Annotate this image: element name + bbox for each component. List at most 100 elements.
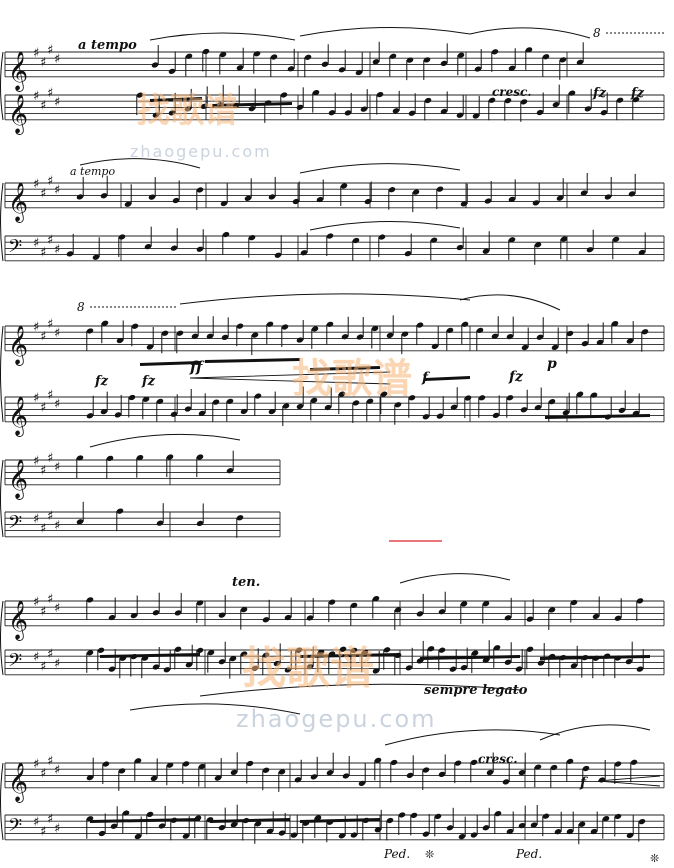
dynamic-fz-3: fz [94, 374, 109, 389]
staff-s4-treble: 𝄞♯♯♯♯ [4, 754, 665, 803]
notehead [584, 106, 592, 112]
notehead [254, 393, 262, 399]
notehead [450, 404, 458, 410]
notehead [372, 596, 380, 602]
notehead [526, 616, 534, 622]
key-signature-sharp: ♯ [33, 89, 39, 104]
notehead [618, 407, 626, 413]
notehead [116, 508, 124, 514]
notehead [174, 646, 182, 652]
notehead [244, 195, 252, 201]
beam [425, 376, 470, 381]
notehead [360, 106, 368, 112]
notehead [438, 609, 446, 615]
notehead [86, 597, 94, 603]
notehead [406, 772, 414, 778]
notehead [423, 57, 431, 63]
key-signature-sharp: ♯ [47, 451, 53, 466]
notehead [76, 455, 84, 461]
notehead [306, 615, 314, 621]
notehead [358, 780, 366, 786]
notehead [240, 408, 248, 415]
notehead [506, 395, 514, 401]
notehead [341, 334, 349, 340]
notehead [492, 412, 500, 418]
notehead [422, 414, 430, 420]
notehead [534, 242, 542, 248]
notehead [638, 818, 646, 825]
key-signature-sharp: ♯ [33, 595, 39, 610]
key-signature-sharp: ♯ [40, 55, 46, 70]
notehead [278, 769, 286, 775]
notehead [296, 337, 304, 343]
notehead [350, 832, 358, 838]
notehead [551, 344, 559, 351]
notehead [273, 660, 281, 667]
notehead [394, 607, 402, 613]
key-signature-sharp: ♯ [33, 757, 39, 772]
notehead [449, 666, 457, 672]
notehead [502, 779, 510, 785]
notehead [110, 823, 118, 829]
notehead [410, 812, 418, 819]
notehead [352, 400, 360, 406]
notehead [182, 833, 190, 839]
slur [199, 683, 521, 697]
pedal-mark-2: Ped. [515, 847, 542, 861]
notehead [416, 322, 424, 328]
notehead [66, 251, 74, 257]
notehead [218, 659, 226, 665]
staff-s4-bass: 𝄢♯♯♯♯ [4, 812, 665, 841]
notehead [536, 109, 544, 116]
notehead [338, 391, 346, 397]
notehead [296, 403, 304, 410]
notehead [98, 830, 106, 837]
notehead [350, 602, 358, 608]
system-brace [0, 182, 4, 262]
key-signature-sharp: ♯ [40, 766, 46, 781]
notehead [163, 667, 171, 673]
notehead [166, 762, 174, 768]
watermark-brand-3: 找歌谱 [242, 643, 374, 694]
notehead [578, 821, 586, 827]
notehead [596, 339, 604, 345]
treble-clef: 𝄞 [8, 762, 28, 803]
notehead [328, 110, 336, 116]
notehead [128, 394, 136, 401]
notehead [412, 189, 420, 195]
notehead [526, 646, 534, 652]
staff-s1-p1-treble: 𝄞♯♯♯♯ [4, 43, 665, 92]
notehead [440, 108, 448, 115]
notehead [458, 834, 466, 840]
cresc-marking-1: cresc. [492, 85, 532, 99]
notehead [100, 193, 108, 199]
notehead [478, 395, 486, 401]
key-signature-sharp: ♯ [33, 236, 39, 251]
notehead [240, 606, 248, 613]
notehead [470, 759, 478, 766]
notehead [142, 396, 150, 402]
notehead [118, 768, 126, 774]
notehead [446, 327, 454, 333]
notehead [581, 341, 589, 347]
notehead [342, 773, 350, 779]
notehead [537, 660, 545, 666]
tempo-marking-piano2: a tempo [70, 165, 115, 178]
notehead [372, 668, 380, 674]
key-signature-sharp: ♯ [33, 650, 39, 665]
key-signature-sharp: ♯ [40, 400, 46, 415]
notehead [214, 775, 222, 781]
notehead [568, 90, 576, 96]
beam [212, 102, 292, 107]
notehead [161, 330, 169, 336]
treble-clef: 𝄞 [8, 182, 28, 223]
notehead [86, 413, 94, 419]
notehead [416, 611, 424, 617]
key-signature-sharp: ♯ [40, 660, 46, 675]
key-signature-sharp: ♯ [47, 317, 53, 332]
notehead [566, 758, 574, 765]
notehead [628, 191, 636, 197]
pedal-release-1: ❊ [425, 848, 434, 861]
notehead [614, 761, 622, 767]
notehead [246, 760, 254, 767]
